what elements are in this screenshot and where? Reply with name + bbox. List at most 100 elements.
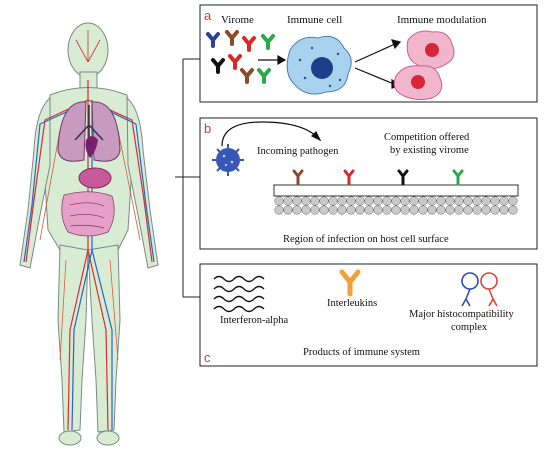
panel-b: b Incoming pathogen Competition offered … [199,117,538,250]
immune-modulation-label: Immune modulation [397,14,487,26]
lipid-bead [427,205,437,215]
virome-receptor-red [343,169,355,186]
lungs [57,101,121,162]
virus-icon [211,58,225,74]
lipid-bead [400,205,410,215]
virome-receptor-black [397,169,409,186]
host-cell-membrane [273,184,519,215]
virus-icon [225,30,239,46]
immune-cell-label: Immune cell [287,14,342,26]
virome-receptor-green [452,169,464,186]
lipid-bead [472,205,482,215]
lipid-bead [310,205,320,215]
panel-letter-b: b [204,121,211,136]
competition-label-line2: by existing virome [390,145,469,156]
lipid-bead [454,205,464,215]
lipid-bead [418,205,428,215]
lipid-bead [472,196,482,206]
lipid-bead [463,196,473,206]
immune-cell [286,35,352,95]
lipid-bead [445,205,455,215]
lipid-bead [328,196,338,206]
modulated-cell-nucleus [425,43,439,57]
lipid-bead [409,196,419,206]
lipid-bead [490,205,500,215]
lipid-bead [337,205,347,215]
lipid-bead [454,196,464,206]
lipid-bead [355,205,365,215]
lipid-bead [319,205,329,215]
lipid-bead [418,196,428,206]
intestines [61,191,115,237]
immune-cell-nucleus [311,57,333,79]
lipid-bead [301,205,311,215]
panel-a: a Virome Immune cell Immune modulation [199,4,538,103]
lipid-bead [337,196,347,206]
modulated-cell [393,65,443,101]
lipid-bead [481,205,491,215]
virome-label: Virome [221,14,254,26]
lipid-bead [292,205,302,215]
lipid-bead [310,196,320,206]
arrow-virome-to-cell [258,54,287,66]
modulated-cell-nucleus [411,75,425,89]
lipid-bead [499,196,509,206]
lipid-bead [382,196,392,206]
panel-letter-c: c [204,350,211,365]
lipid-bead [346,196,356,206]
lipid-bead [283,196,293,206]
virome-receptor-brown [292,169,304,186]
bracket-connector [175,58,200,298]
interleukin-icon [339,269,361,297]
lipid-bead [373,205,383,215]
products-of-immune-system-label: Products of immune system [303,347,420,358]
interferon-alpha-label: Interferon-alpha [220,315,289,326]
modulated-cell [406,30,455,70]
lipid-bead [382,205,392,215]
lipid-bead [400,196,410,206]
lipid-bead [364,205,374,215]
mhc-label-line1: Major histocompatibility [409,309,514,320]
lipid-bead [301,196,311,206]
lipid-bead [508,205,518,215]
lipid-bead [508,196,518,206]
lipid-bead [436,205,446,215]
lipid-bead [427,196,437,206]
lipid-bead [499,205,509,215]
lipid-bead [355,196,365,206]
lipid-bead [481,196,491,206]
lipid-bead [274,205,284,215]
panel-letter-a: a [204,8,212,23]
lipid-bead [283,205,293,215]
lipid-bead [373,196,383,206]
lipid-bead [292,196,302,206]
lipid-bead [409,205,419,215]
incoming-pathogen-label: Incoming pathogen [257,146,339,157]
pathogen-arrow [221,121,322,147]
lipid-bead [346,205,356,215]
virome-virus-cluster [206,30,275,84]
lipid-bead [391,196,401,206]
interferon-alpha-icon [213,275,265,313]
lipid-bead [436,196,446,206]
pathogen-icon [212,144,244,176]
mhc-icon [461,272,498,307]
human-body-figure [19,22,159,446]
interleukins-label: Interleukins [327,298,377,309]
heart [85,136,98,158]
panel-c: c Interferon-alpha Interleukins Major hi… [199,263,538,367]
lipid-bead [445,196,455,206]
lipid-bead [328,205,338,215]
virus-icon [261,34,275,50]
competition-label-line1: Competition offered [384,132,470,143]
lipid-bead [391,205,401,215]
virus-icon [240,68,254,84]
region-of-infection-label: Region of infection on host cell surface [283,234,449,245]
stomach [78,167,112,189]
mhc-label-line2: complex [451,322,488,333]
virus-icon [228,54,242,70]
virus-icon [206,32,220,48]
lipid-bead [274,196,284,206]
virus-icon [257,68,271,84]
